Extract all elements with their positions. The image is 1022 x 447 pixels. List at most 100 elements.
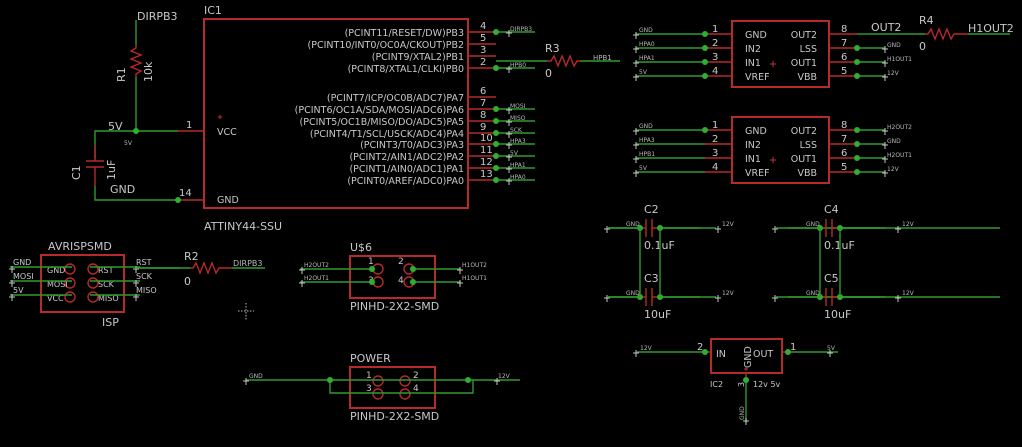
ic1-pin-number: 12 [480, 157, 493, 168]
isp-pad [64, 277, 76, 289]
junction [702, 127, 708, 133]
c1-ref: C1 [70, 165, 83, 180]
r2-resistor[interactable]: R2 0 DIRPB3 [135, 250, 265, 288]
junction [493, 65, 499, 71]
net-label: GND [739, 406, 746, 420]
h1-pin-label: IN2 [745, 44, 761, 55]
ic1-ref: IC1 [204, 4, 222, 17]
header-pin-number: 1 [366, 371, 372, 381]
net-label: GND [626, 221, 640, 228]
net-label: H1OUT1 [462, 275, 487, 282]
net-label: 12V [722, 221, 735, 228]
net-label: MOSI [510, 103, 526, 110]
ic1-pin-label: (PCINT0/AREF/ADC0)PA0 [347, 176, 464, 187]
isp-pad [87, 277, 99, 289]
ic1-pin-label: (PCINT11/RESET/DW)PB3 [345, 28, 464, 39]
left-power-section: DIRPB3 R1 10k 5V 5V GND C1 1uF [70, 10, 181, 203]
ic1-pin-num-1: 1 [186, 120, 192, 131]
ic2-pin-number: 3 [737, 382, 746, 387]
net-label: HPA3 [639, 137, 655, 144]
junction [702, 349, 708, 355]
header-pin-number: 1 [368, 257, 374, 267]
r3-net: HPB1 [593, 54, 612, 62]
ic1-pin-number: 10 [480, 133, 493, 144]
cap-ref: C3 [644, 272, 659, 285]
ic1-body [203, 18, 469, 209]
net-label: GND [249, 373, 263, 380]
junction [854, 59, 860, 65]
junction [493, 130, 499, 136]
power-body [349, 366, 436, 409]
junction [493, 106, 499, 112]
h1-pin-number: 8 [841, 24, 847, 35]
h1-pin-number: 1 [712, 24, 718, 35]
ic2-pin-out: OUT [753, 349, 773, 360]
ic1-pin-label: (PCINT7/ICP/OC0B/ADC7)PA7 [327, 93, 464, 104]
r4-ref: R4 [919, 14, 934, 27]
u6-value: PINHD-2X2-SMD [350, 300, 439, 313]
header-pin-number: 2 [413, 371, 419, 381]
junction [410, 279, 416, 285]
u6-pin-header[interactable]: U$6PINHD-2X2-SMD1234H2OUT2H1OUT2H2OUT1H1… [299, 241, 487, 313]
ic1-pin-number: 9 [480, 122, 486, 133]
r3-resistor[interactable]: R3 0 HPB1 [496, 42, 620, 80]
r4-resistor[interactable]: OUT2 R4 0 H1OUT2 [870, 14, 1014, 53]
net-label: H2OUT2 [304, 262, 329, 269]
r3-value: 0 [545, 67, 552, 80]
h1-pin-label: OUT2 [791, 30, 817, 41]
net-label-5v-small: 5V [124, 140, 133, 147]
isp-pad [64, 291, 76, 303]
junction [493, 118, 499, 124]
isp-net-label: SCK [136, 272, 153, 281]
ic2-pin-number: 2 [697, 342, 703, 353]
header-pin-number: 2 [398, 257, 404, 267]
u6-ref: U$6 [350, 241, 372, 254]
ic1-pin-vcc: VCC [217, 127, 237, 138]
h2-pin-number: 2 [712, 134, 718, 145]
h2-pin-label: IN1 [745, 154, 761, 165]
net-label: 12V [902, 221, 915, 228]
isp-pin-label: RST [98, 266, 114, 275]
net-label: GND [806, 221, 820, 228]
r4-net-out: H1OUT2 [968, 22, 1014, 35]
c1-value: 1uF [105, 160, 118, 180]
isp-pin-label: MOSI [47, 280, 68, 289]
junction [493, 29, 499, 35]
junction [410, 266, 416, 272]
net-label: GND [639, 123, 653, 130]
h1-pin-number: 5 [841, 66, 847, 77]
ic2-pin-gnd: GND [743, 346, 754, 368]
net-label: HPA0 [639, 41, 655, 48]
h1-body [731, 20, 830, 88]
net-label: HPA0 [510, 174, 526, 181]
net-label: SCK [510, 127, 523, 134]
net-label-gnd: GND [110, 183, 135, 196]
net-label: 12V [902, 290, 915, 297]
junction [854, 73, 860, 79]
isp-value: ISP [102, 316, 119, 329]
h2-pin-number: 7 [841, 134, 847, 145]
isp-pin-label: MISO [98, 294, 119, 303]
cap-ref: C5 [824, 272, 839, 285]
ic1-attiny44[interactable]: IC1 ATTINY44-SSU VCC GND 1 14 (PCINT11/R… [178, 4, 535, 233]
wire [329, 380, 474, 394]
junction [702, 31, 708, 37]
net-label: GND [626, 290, 640, 297]
u6-body [349, 255, 436, 299]
h1-pin-label: LSS [800, 44, 817, 55]
net-label: HPA1 [639, 55, 655, 62]
net-label: HPA3 [510, 138, 526, 145]
net-label: H2OUT1 [887, 152, 912, 159]
isp-pad [87, 263, 99, 275]
ic1-pin-label: (PCINT3/T0/ADC3)PA3 [360, 140, 464, 151]
cap-ref: C4 [824, 203, 839, 216]
ic2-value: 12v 5v [753, 380, 781, 389]
ic1-pin-number: 4 [480, 21, 486, 32]
